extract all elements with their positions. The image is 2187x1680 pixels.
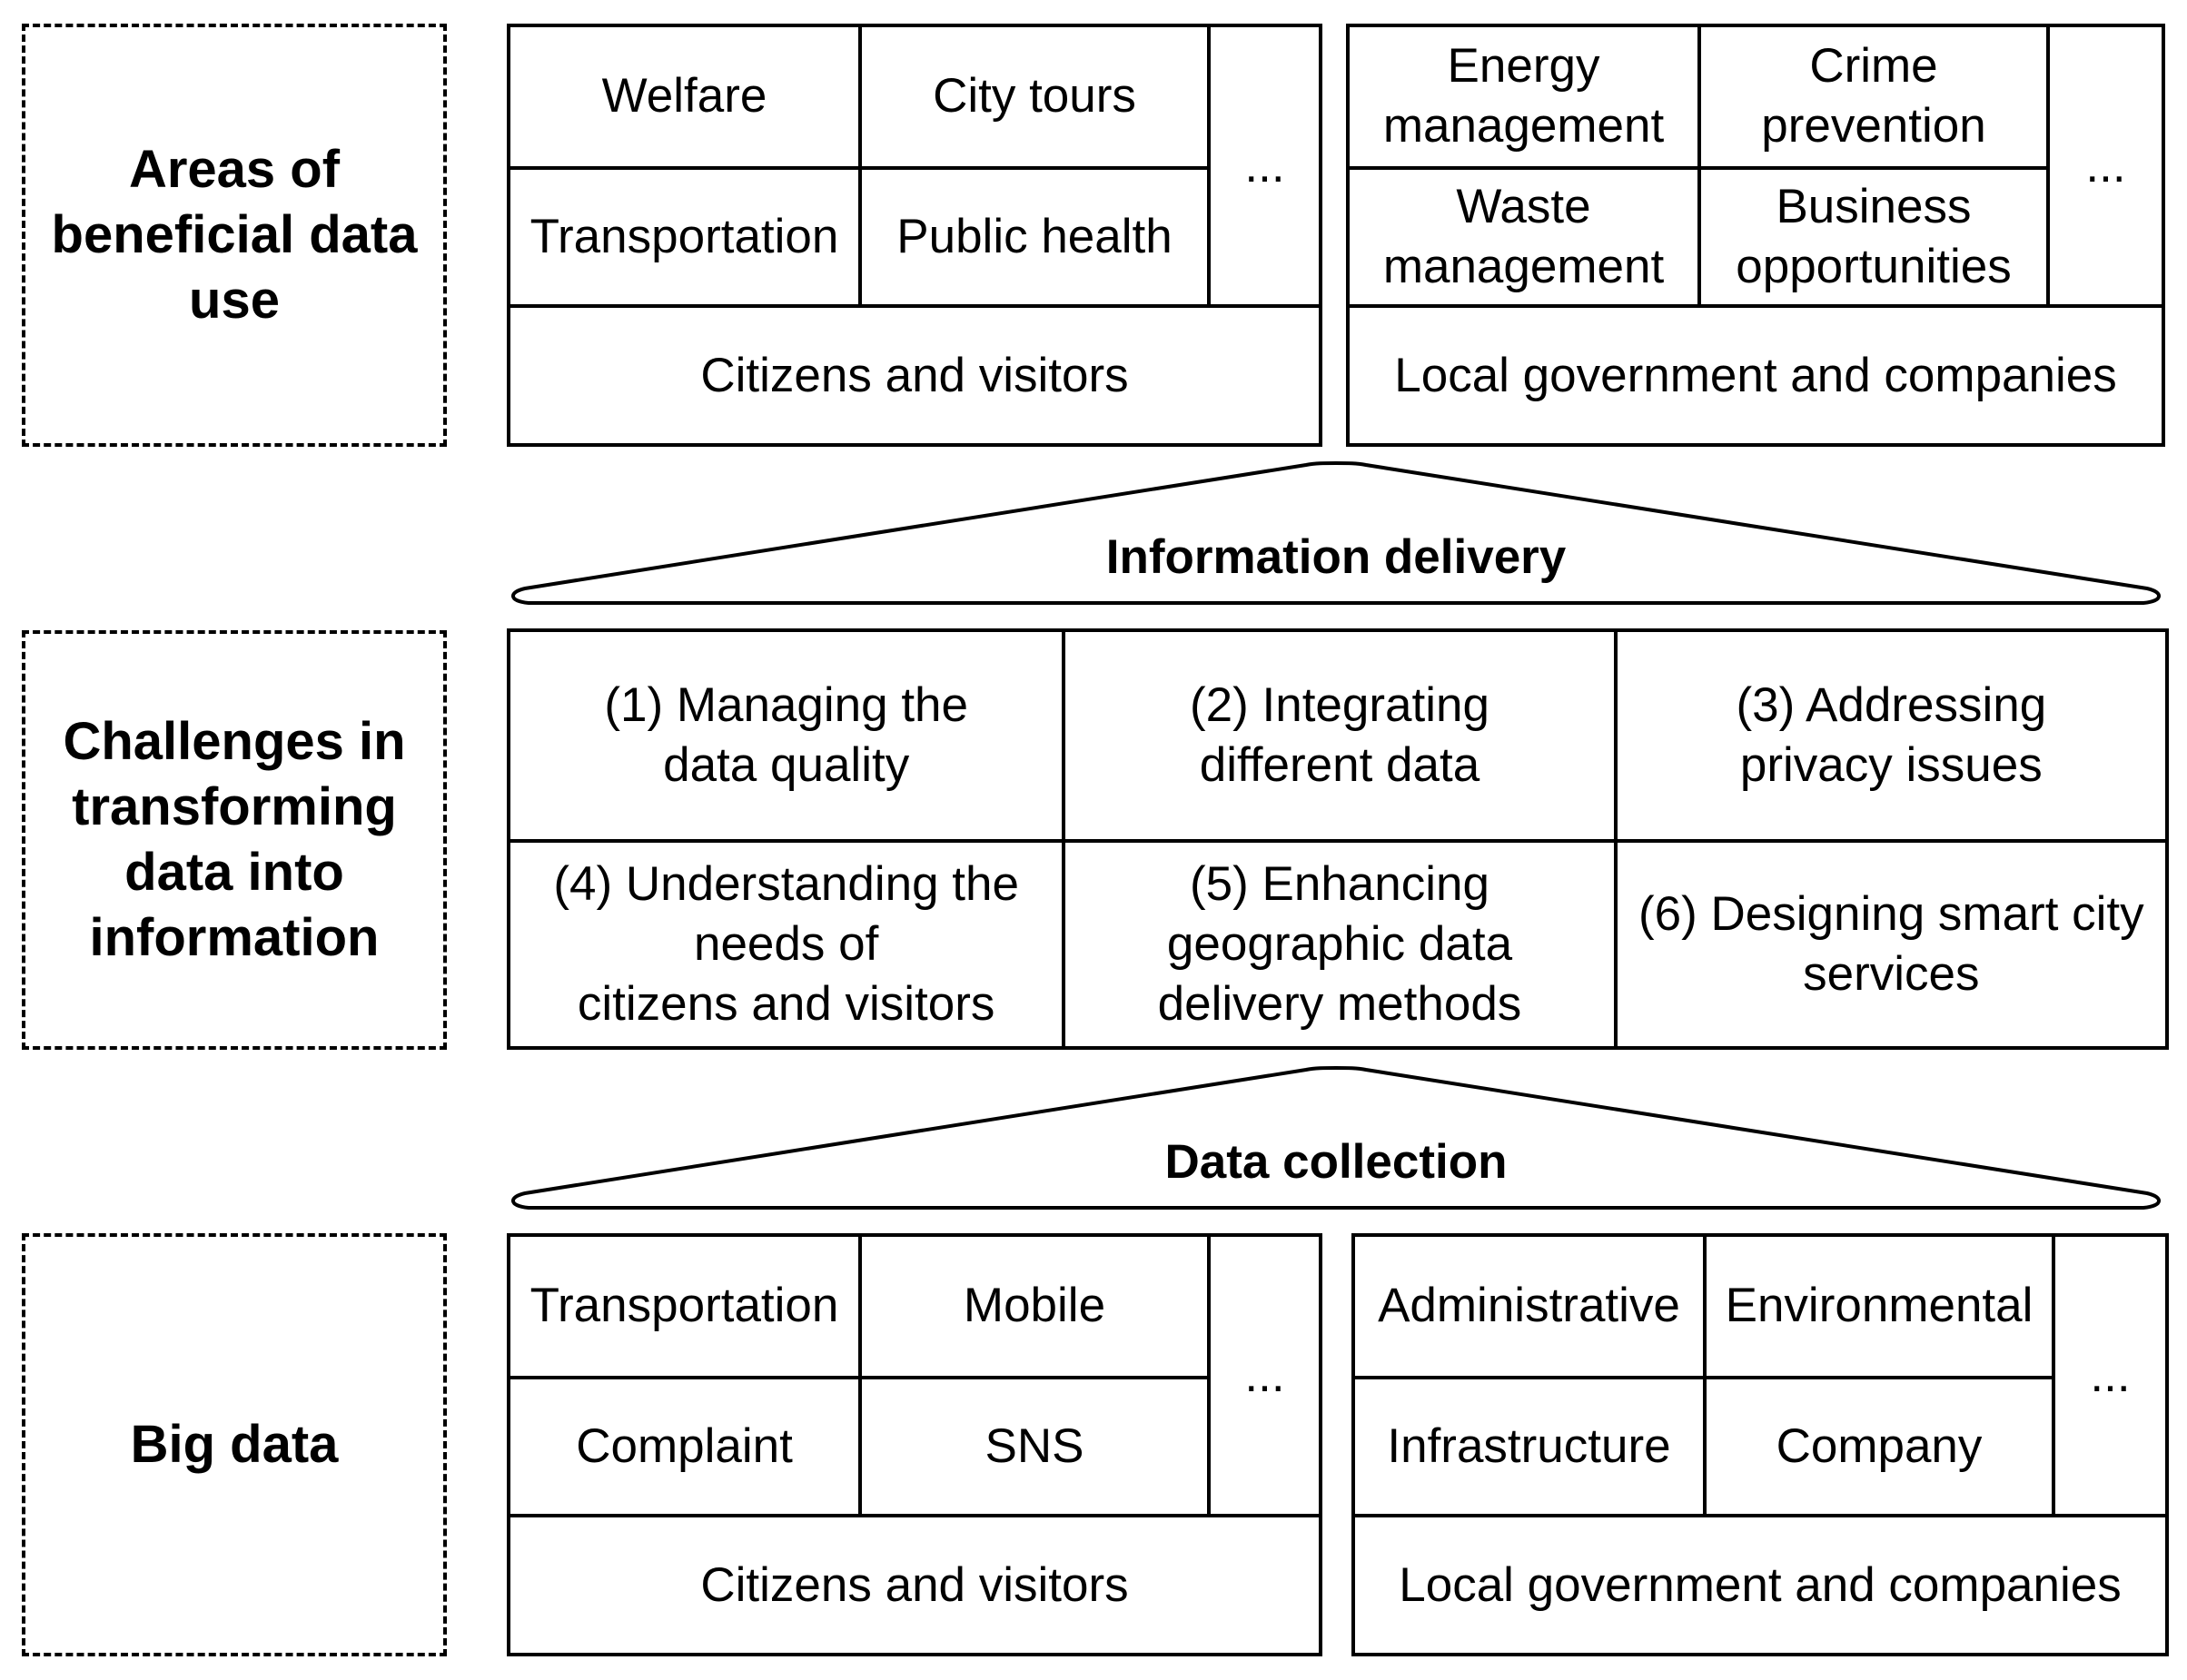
areas-government-item-crime: Crime prevention — [1697, 27, 2046, 166]
bigdata-citizens-box: Transportation Mobile ... Complaint SNS … — [507, 1233, 1322, 1656]
areas-government-box: Energy management Crime prevention ... W… — [1346, 24, 2165, 447]
areas-government-item-waste: Waste management — [1350, 165, 1697, 305]
bigdata-government-item-environmental: Environmental — [1703, 1237, 2052, 1376]
areas-government-item-business: Business opportunities — [1697, 165, 2046, 305]
areas-citizens-item-transportation: Transportation — [510, 165, 858, 305]
information-delivery-label: Information delivery — [1105, 530, 1567, 584]
row-label-challenges-text: Challenges in transforming data into inf… — [63, 712, 406, 967]
row-label-challenges: Challenges in transforming data into inf… — [22, 630, 447, 1050]
areas-government-more: ... — [2046, 27, 2162, 305]
bigdata-citizens-item-mobile: Mobile — [858, 1237, 1207, 1376]
row-label-areas-text: Areas of beneficial data use — [51, 140, 418, 330]
challenge-5: (5) Enhancing geographic data delivery m… — [1062, 839, 1614, 1046]
areas-citizens-more: ... — [1207, 27, 1319, 305]
bigdata-government-item-company: Company — [1703, 1375, 2052, 1515]
areas-government-item-energy: Energy management — [1382, 39, 1665, 153]
areas-citizens-footer: Citizens and visitors — [510, 304, 1319, 443]
row-label-bigdata: Big data — [22, 1233, 447, 1656]
challenge-2: (2) Integrating different data — [1062, 632, 1613, 839]
bigdata-citizens-more: ... — [1207, 1237, 1319, 1515]
challenge-6: (6) Designing smart city services — [1613, 839, 2165, 1046]
areas-government-footer: Local government and companies — [1350, 304, 2162, 443]
challenges-box: (1) Managing the data quality (2) Integr… — [507, 628, 2169, 1050]
connector-data-collection: Data collection — [507, 1064, 2165, 1210]
areas-citizens-item-public-health: Public health — [858, 165, 1207, 305]
row-label-bigdata-text: Big data — [130, 1415, 339, 1474]
challenge-1: (1) Managing the data quality — [604, 678, 968, 792]
data-collection-label: Data collection — [1164, 1135, 1508, 1189]
connector-information-delivery: Information delivery — [507, 460, 2165, 605]
bigdata-citizens-item-transportation: Transportation — [529, 1279, 839, 1333]
bigdata-citizens-footer: Citizens and visitors — [510, 1514, 1319, 1653]
areas-citizens-item-welfare: Welfare — [601, 69, 767, 124]
bigdata-government-more: ... — [2052, 1237, 2165, 1515]
bigdata-government-footer: Local government and companies — [1355, 1514, 2165, 1653]
information-delivery-shape — [511, 461, 2161, 605]
bigdata-government-box: Administrative Environmental ... Infrast… — [1351, 1233, 2169, 1656]
bigdata-citizens-item-complaint: Complaint — [510, 1375, 858, 1515]
bigdata-government-item-infrastructure: Infrastructure — [1355, 1375, 1703, 1515]
challenge-4: (4) Understanding the needs of citizens … — [510, 839, 1063, 1046]
areas-citizens-box: Welfare City tours ... Transportation Pu… — [507, 24, 1322, 447]
bigdata-government-item-administrative: Administrative — [1378, 1279, 1680, 1333]
data-collection-shape — [511, 1066, 2161, 1210]
row-label-areas: Areas of beneficial data use — [22, 24, 447, 447]
challenge-3: (3) Addressing privacy issues — [1613, 632, 2165, 839]
areas-citizens-item-city-tours: City tours — [858, 27, 1207, 166]
bigdata-citizens-item-sns: SNS — [858, 1375, 1207, 1515]
